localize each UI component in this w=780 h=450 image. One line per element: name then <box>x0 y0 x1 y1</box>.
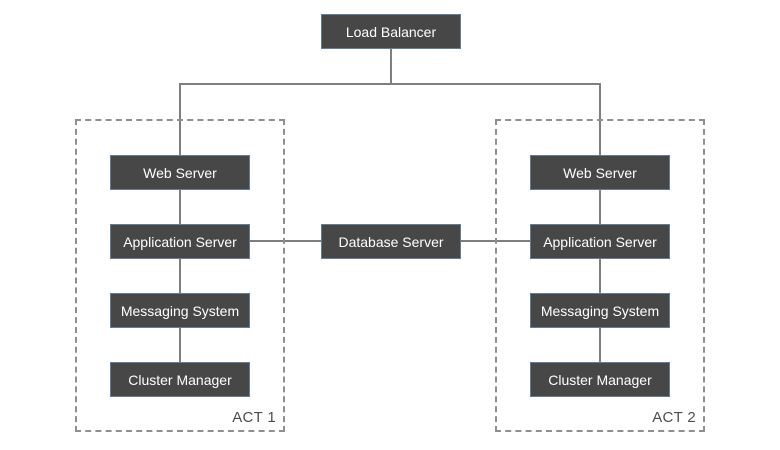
edge-act1-appserver-to-messaging <box>179 258 181 294</box>
edge-act2-webserver-to-appserver <box>599 189 601 225</box>
node-database-server: Database Server <box>321 224 461 259</box>
cluster-act1: ACT 1 <box>75 119 285 432</box>
node-act2-messaging-system: Messaging System <box>530 293 670 328</box>
cluster-act2: ACT 2 <box>495 119 705 432</box>
node-act1-messaging-system: Messaging System <box>110 293 250 328</box>
edge-branch-horizontal <box>179 83 601 85</box>
node-act1-application-server: Application Server <box>110 224 250 259</box>
node-act1-web-server: Web Server <box>110 155 250 190</box>
cluster-act1-label: ACT 1 <box>232 409 276 426</box>
edge-loadbalancer-to-branch <box>390 49 392 84</box>
edge-act2-messaging-to-cluster <box>599 327 601 363</box>
node-act2-cluster-manager: Cluster Manager <box>530 362 670 397</box>
edge-act1-webserver-to-appserver <box>179 189 181 225</box>
node-act1-cluster-manager: Cluster Manager <box>110 362 250 397</box>
edge-act1-appserver-to-database <box>250 240 321 242</box>
cluster-act2-label: ACT 2 <box>652 409 696 426</box>
edge-act2-appserver-to-messaging <box>599 258 601 294</box>
node-load-balancer: Load Balancer <box>321 14 461 49</box>
node-act2-web-server: Web Server <box>530 155 670 190</box>
edge-act1-messaging-to-cluster <box>179 327 181 363</box>
node-act2-application-server: Application Server <box>530 224 670 259</box>
